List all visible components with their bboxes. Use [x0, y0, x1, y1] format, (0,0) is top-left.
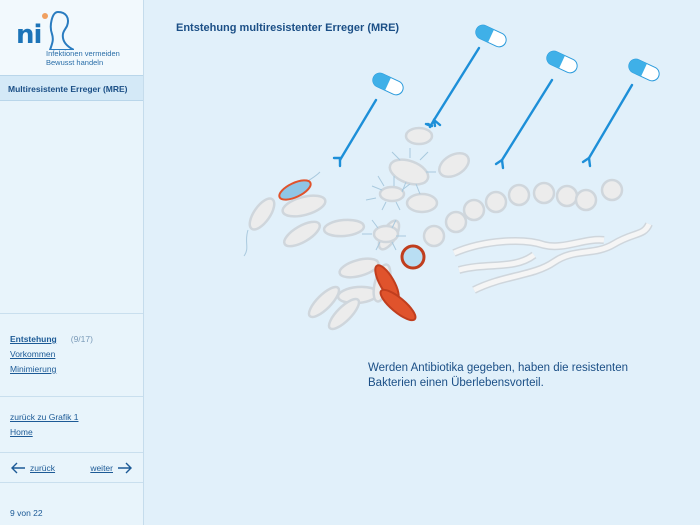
page-indicator: 9 von 22	[0, 482, 143, 525]
logo: ni Infektionen vermeiden Bewusst handeln	[0, 0, 143, 75]
resistant-bacteria	[278, 179, 426, 322]
capsule-icon	[370, 70, 406, 98]
person-silhouette-icon	[42, 10, 74, 50]
prev-label: zurück	[30, 462, 56, 473]
next-button[interactable]: weiter	[90, 462, 133, 474]
chapter-link-minimierung[interactable]: Minimierung	[10, 364, 57, 374]
caption: Werden Antibiotika gegeben, haben die re…	[368, 362, 629, 389]
logo-tagline-1: Infektionen vermeiden	[46, 49, 120, 58]
back-to-graphic-link[interactable]: zurück zu Grafik 1	[10, 412, 79, 422]
main-content: Entstehung multiresistenter Erreger (MRE…	[144, 0, 700, 525]
logo-tagline-2: Bewusst handeln	[46, 58, 104, 67]
sidebar: ni Infektionen vermeiden Bewusst handeln…	[0, 0, 144, 525]
arrow-left-icon	[11, 462, 25, 473]
capsule-icon	[473, 22, 509, 50]
next-label: weiter	[90, 462, 113, 473]
arrow-icon	[432, 46, 481, 122]
arrow-right-icon	[118, 462, 132, 473]
section-title: Multiresistente Erreger (MRE)	[0, 75, 143, 101]
quick-links: zurück zu Grafik 1 Home	[0, 396, 143, 451]
page-title: Entstehung multiresistenter Erreger (MRE…	[176, 22, 400, 34]
prev-button[interactable]: zurück	[10, 462, 55, 474]
home-link[interactable]: Home	[10, 427, 33, 437]
arrow-icon	[587, 83, 634, 160]
pager-nav: zurück weiter	[0, 452, 143, 482]
capsule-icon	[626, 56, 662, 84]
logo-text: ni	[16, 20, 42, 50]
chapter-link-vorkommen[interactable]: Vorkommen	[10, 349, 56, 359]
capsule-icon	[544, 48, 580, 76]
chapter-link-entstehung[interactable]: Entstehung	[10, 334, 57, 344]
arrow-icon	[338, 98, 378, 162]
chapter-counter: (9/17)	[70, 334, 93, 344]
chapter-nav: Entstehung (9/17) Vorkommen Minimierung	[0, 313, 143, 395]
arrow-icon	[500, 78, 554, 162]
illustration	[243, 22, 662, 331]
